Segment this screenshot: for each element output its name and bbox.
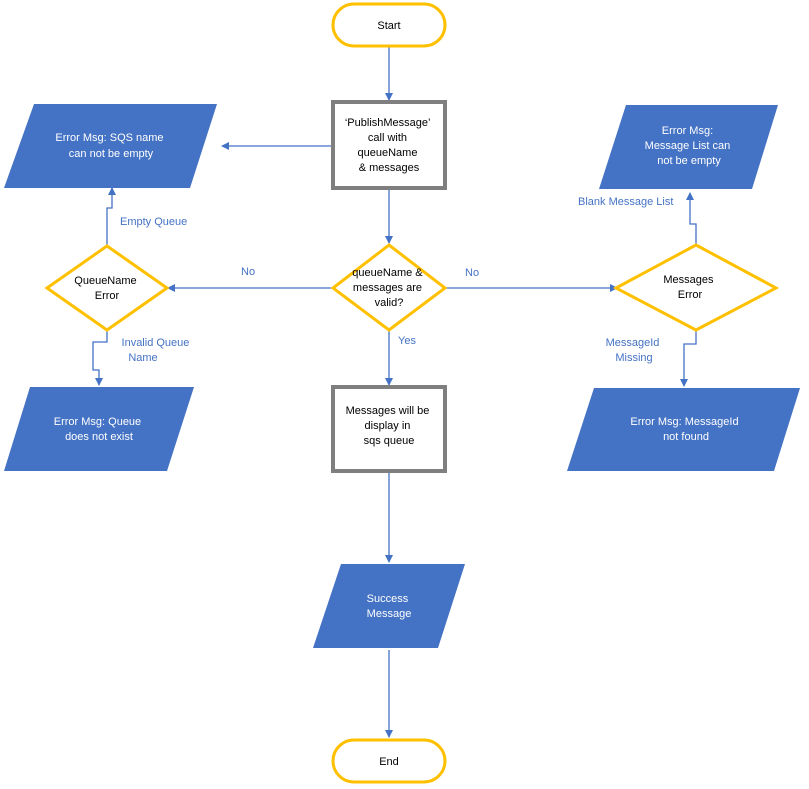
valid-decision: queueName & messages are valid? [330,243,448,332]
no-right-label: No [465,267,479,279]
queue-error-label: Error Msg: Queue does not exist [54,416,144,443]
display-in-queue-label: Messages will be display in sqs queue [346,405,433,447]
empty-queue-label: Empty Queue [120,216,187,228]
publish-message-process: ‘PublishMessage’ call with queueName & m… [331,100,447,190]
edge-messages-to-msgid-error [680,330,697,387]
publish-message-label: ‘PublishMessage’ call with queueName & m… [345,117,433,174]
queuename-error-label: QueueName Error [74,275,139,302]
messages-error-label: Messages Error [663,274,716,301]
messages-error-decision: Messages Error [612,243,780,332]
yes-label: Yes [398,335,416,347]
success-message-io: Success Message [313,564,465,648]
queue-error-io: Error Msg: Queue does not exist [4,387,194,471]
edge-labels: No No Yes Empty Queue Blank Message List… [120,196,673,364]
messageid-missing-label: MessageId Missing [606,337,663,364]
connectors [92,46,697,738]
edge-queuename-to-sqs-name-error [106,187,116,245]
end-terminal: End [331,738,447,784]
edge-messages-to-list-error [686,192,697,244]
messageid-error-io: Error Msg: MessageId not found [567,388,800,471]
no-left-label: No [241,266,255,278]
start-terminal: Start [331,2,447,48]
edge-queuename-to-queue-error [92,330,108,386]
sqs-name-error-label: Error Msg: SQS name can not be empty [55,132,166,160]
messageid-error-label: Error Msg: MessageId not found [630,416,741,443]
display-in-queue-process: Messages will be display in sqs queue [331,385,447,473]
start-label: Start [377,20,400,32]
queuename-error-decision: QueueName Error [44,244,170,332]
invalid-queue-name-label: Invalid Queue Name [122,337,193,364]
valid-decision-label: queueName & messages are valid? [352,267,425,309]
blank-message-list-label: Blank Message List [578,196,673,208]
message-list-error-io: Error Msg: Message List can not be empty [599,105,778,189]
end-label: End [379,756,399,768]
message-list-error-label: Error Msg: Message List can not be empty [645,125,734,167]
sqs-name-error-io: Error Msg: SQS name can not be empty [4,104,217,188]
success-message-label: Success Message [367,593,412,620]
